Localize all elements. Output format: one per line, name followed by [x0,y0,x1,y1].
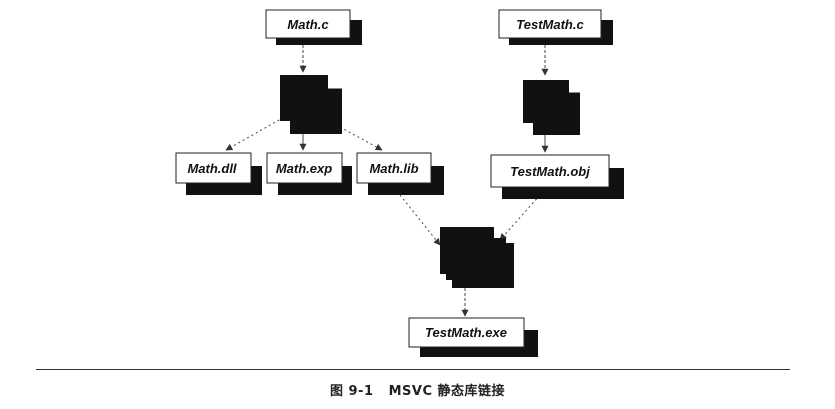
node-testmath-obj-label: TestMath.obj [510,164,590,179]
node-math-dll-label: Math.dll [187,161,236,176]
node-testmath-exe-label: TestMath.exe [425,325,507,340]
node-math-dll: Math.dll [175,152,262,195]
compiler-block-testmath [523,80,580,135]
node-math-exp-label: Math.exp [276,161,332,176]
node-math-exp: Math.exp [266,152,352,195]
node-testmath-c-label: TestMath.c [516,17,584,32]
linker-block [440,227,514,288]
node-math-lib: Math.lib [356,152,444,195]
compiler-block-math [280,75,342,134]
arrow-lib-to-linker [399,194,441,246]
node-math-c: Math.c [265,9,362,45]
figure-label: 图 9-1 [329,384,374,399]
arrow-obj-to-linker [499,194,541,241]
node-math-lib-label: Math.lib [369,161,418,176]
arrows [225,40,549,317]
node-testmath-c: TestMath.c [498,9,613,45]
node-testmath-obj: TestMath.obj [490,154,624,199]
figure-title: MSVC 静态库链接 [388,384,506,399]
node-math-c-label: Math.c [287,17,329,32]
caption-divider [36,369,790,370]
node-testmath-exe: TestMath.exe [408,317,538,357]
arrow-compiler-to-dll [225,114,289,151]
arrow-compiler-to-lib [317,114,383,151]
figure-caption: 图 9-1 MSVC 静态库链接 [0,380,835,399]
